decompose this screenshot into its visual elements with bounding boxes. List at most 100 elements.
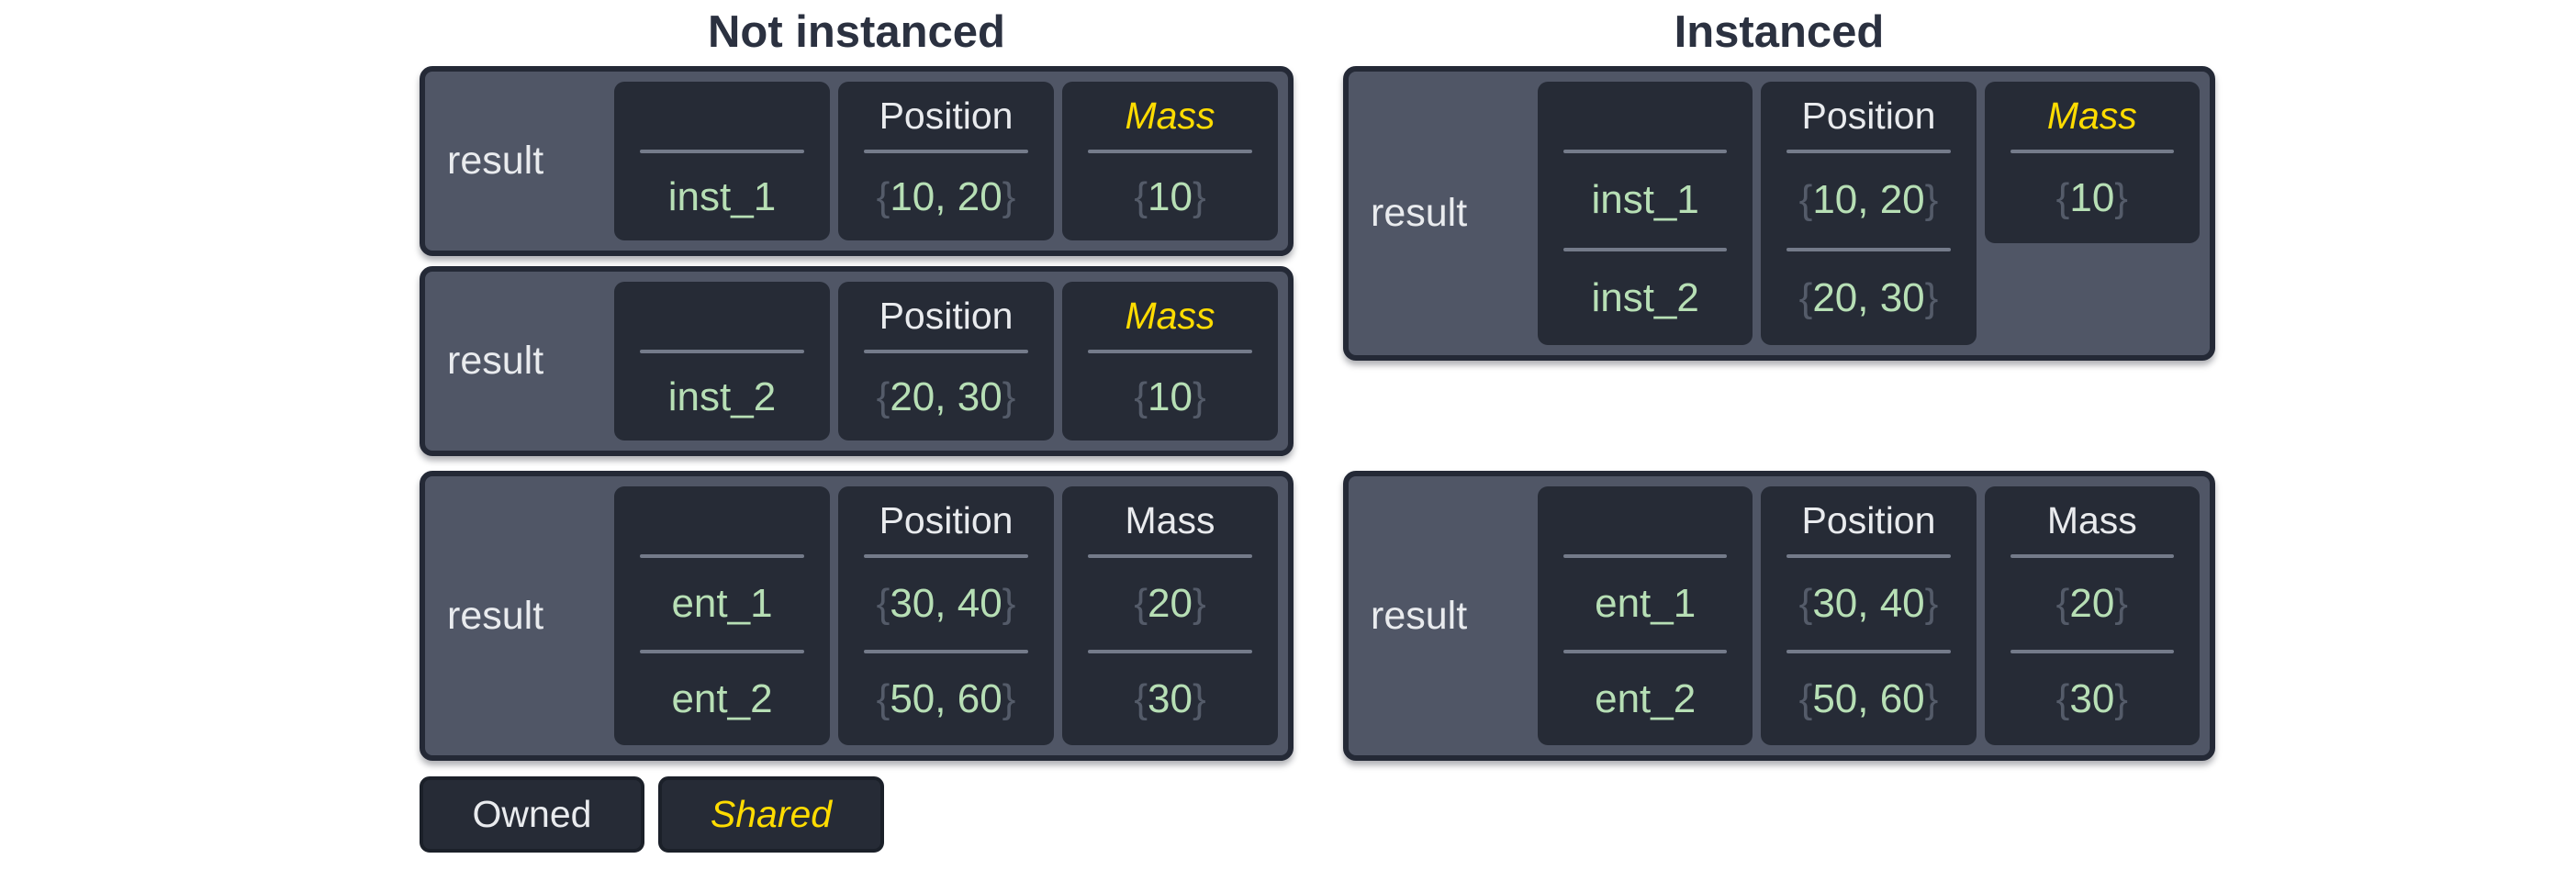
entity-name: inst_2 xyxy=(1591,274,1699,320)
mass-cell-shared-single: Mass {10} xyxy=(1984,82,2200,243)
open-brace: { xyxy=(1798,274,1813,320)
column-title-instanced: Instanced xyxy=(1674,7,1885,57)
position-value: {10, 20} xyxy=(838,153,1054,240)
result-label: result xyxy=(1371,191,1468,235)
open-brace: { xyxy=(2055,676,2070,721)
entity-name: ent_2 xyxy=(671,676,773,721)
open-brace: { xyxy=(1798,177,1813,223)
close-brace: } xyxy=(1192,374,1206,419)
entity-cell: ent_1 ent_2 xyxy=(614,486,830,745)
row-divider xyxy=(1563,247,1728,251)
close-brace: } xyxy=(1924,274,1939,320)
mass-value: {10} xyxy=(1062,353,1278,441)
value-numbers: 10 xyxy=(1148,173,1193,219)
position-value: {30, 40} xyxy=(1761,558,1976,650)
column-title-not-instanced: Not instanced xyxy=(708,7,1005,57)
legend-shared-chip: Shared xyxy=(658,776,884,853)
result-label: result xyxy=(447,593,544,638)
open-brace: { xyxy=(1134,173,1148,219)
mass-value: {10} xyxy=(1985,153,2200,243)
value-numbers: 50, 60 xyxy=(890,676,1002,721)
row-divider xyxy=(864,150,1028,153)
entity-header-blank xyxy=(614,82,830,150)
value-numbers: 10 xyxy=(2069,175,2115,220)
row-divider xyxy=(1088,554,1252,558)
open-brace: { xyxy=(1798,581,1813,626)
open-brace: { xyxy=(876,374,890,419)
close-brace: } xyxy=(1924,581,1939,626)
row-divider xyxy=(1786,247,1951,251)
open-brace: { xyxy=(876,581,890,626)
open-brace: { xyxy=(1798,676,1813,721)
value-numbers: 30, 40 xyxy=(890,581,1002,626)
row-divider xyxy=(640,650,804,653)
mass-header: Mass xyxy=(2046,94,2137,137)
mass-value: {30} xyxy=(1062,653,1278,745)
row-divider xyxy=(2010,554,2174,558)
position-value: {20, 30} xyxy=(838,353,1054,441)
mass-cell: Mass {10} xyxy=(1062,282,1278,441)
cells-row: ent_1 ent_2 Position {30, 40} {50, 60} M… xyxy=(1538,476,2210,755)
entity-name: inst_1 xyxy=(1591,177,1699,223)
row-divider xyxy=(1786,650,1951,653)
position-value: {20, 30} xyxy=(1761,251,1976,346)
entity-header-blank xyxy=(614,282,830,350)
close-brace: } xyxy=(1002,173,1016,219)
row-divider xyxy=(1563,650,1728,653)
mass-cell: Mass {20} {30} xyxy=(1062,486,1278,745)
row-divider xyxy=(864,554,1028,558)
value-numbers: 10, 20 xyxy=(890,173,1002,219)
position-value: {30, 40} xyxy=(838,558,1054,650)
position-header: Position xyxy=(1801,94,1936,137)
close-brace: } xyxy=(1192,676,1206,721)
position-value: {50, 60} xyxy=(838,653,1054,745)
entity-header-blank xyxy=(1538,82,1753,150)
row-divider xyxy=(864,650,1028,653)
row-divider xyxy=(1088,150,1252,153)
result-box-not-instanced-1: result inst_1 Position {10, 20} Mass {10… xyxy=(420,66,1294,256)
row-divider xyxy=(1786,554,1951,558)
close-brace: } xyxy=(1002,676,1016,721)
row-divider xyxy=(640,350,804,353)
value-numbers: 30 xyxy=(1148,676,1193,721)
mass-value: {20} xyxy=(1062,558,1278,650)
entity-name: inst_2 xyxy=(667,374,777,419)
position-value: {50, 60} xyxy=(1761,653,1976,745)
position-cell: Position {30, 40} {50, 60} xyxy=(1761,486,1977,745)
row-divider xyxy=(640,554,804,558)
entity-cell: ent_1 ent_2 xyxy=(1538,486,1753,745)
mass-value: {30} xyxy=(1985,653,2200,745)
close-brace: } xyxy=(1924,177,1939,223)
row-divider xyxy=(1786,150,1951,153)
mass-header: Mass xyxy=(2046,498,2137,541)
value-numbers: 20, 30 xyxy=(1812,274,1925,320)
entity-cell: inst_2 xyxy=(614,282,830,441)
close-brace: } xyxy=(2114,175,2128,220)
entity-cell: inst_1 inst_2 xyxy=(1538,82,1753,345)
close-brace: } xyxy=(1192,173,1206,219)
entity-cell: inst_1 xyxy=(614,82,830,240)
value-numbers: 30 xyxy=(2069,676,2115,721)
open-brace: { xyxy=(2055,581,2070,626)
cells-row: inst_1 inst_2 Position {10, 20} {20, 30}… xyxy=(1538,72,2210,355)
value-numbers: 20, 30 xyxy=(890,374,1002,419)
row-divider xyxy=(864,350,1028,353)
value-numbers: 10 xyxy=(1148,374,1193,419)
open-brace: { xyxy=(876,173,890,219)
value-numbers: 20 xyxy=(2069,581,2115,626)
position-header: Position xyxy=(879,94,1014,137)
position-cell: Position {30, 40} {50, 60} xyxy=(838,486,1054,745)
cells-row: ent_1 ent_2 Position {30, 40} {50, 60} M… xyxy=(614,476,1288,755)
entity-header-blank xyxy=(614,486,830,554)
value-numbers: 20 xyxy=(1148,581,1193,626)
close-brace: } xyxy=(1002,581,1016,626)
entity-header-blank xyxy=(1538,486,1753,554)
close-brace: } xyxy=(2114,581,2128,626)
legend-owned-label: Owned xyxy=(472,793,592,835)
result-box-instanced-2: result ent_1 ent_2 Position {30, 40} {50… xyxy=(1343,471,2215,761)
close-brace: } xyxy=(1192,581,1206,626)
close-brace: } xyxy=(1002,374,1016,419)
row-divider xyxy=(1088,650,1252,653)
open-brace: { xyxy=(1134,581,1148,626)
position-header: Position xyxy=(879,498,1014,541)
